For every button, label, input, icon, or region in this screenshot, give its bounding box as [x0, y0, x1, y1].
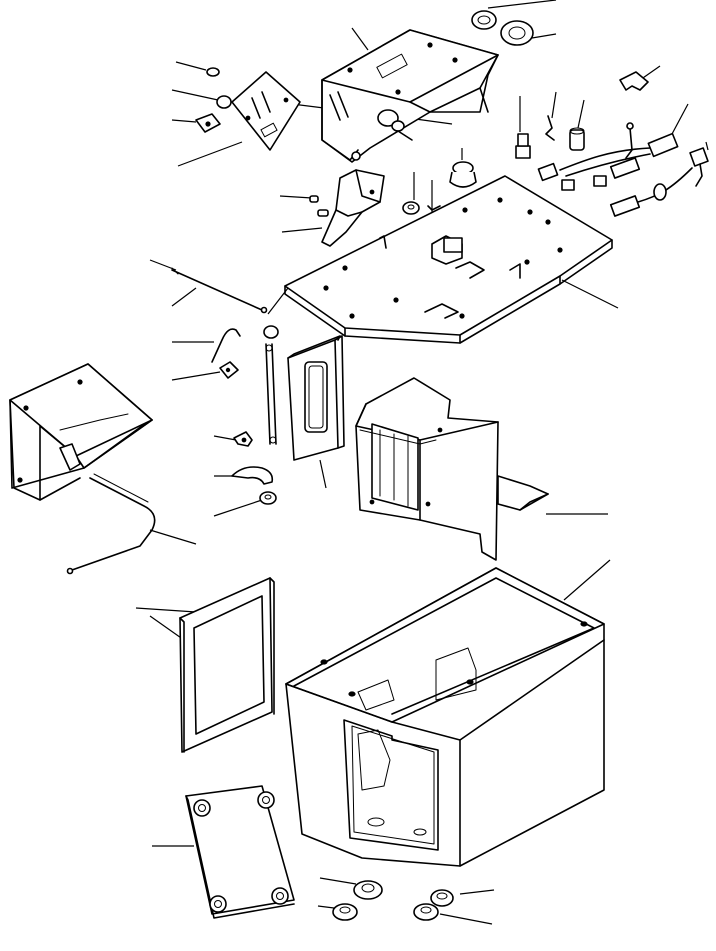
leader-line: [213, 499, 263, 517]
bracket-plate-top: [321, 29, 499, 163]
leader-lines: [135, 0, 709, 925]
lever-spring: [211, 328, 241, 379]
vertical-rod: [263, 325, 279, 445]
leader-line: [563, 559, 611, 601]
leader-line: [135, 607, 197, 613]
grommet-large-top: [471, 10, 534, 46]
switch-panel: [231, 71, 301, 151]
leader-line: [439, 913, 493, 925]
motor-actuator: [377, 109, 413, 141]
window-frame: [179, 577, 275, 753]
leader-line: [317, 905, 335, 909]
leader-line: [531, 33, 557, 39]
leader-line: [551, 91, 557, 119]
duct-unit: [355, 377, 549, 561]
leader-line: [171, 89, 219, 101]
bracket-legs: [309, 169, 385, 247]
rod-cable-lower: [66, 473, 156, 575]
clip-top-right: [619, 71, 649, 91]
control-plate: [284, 175, 613, 344]
leader-line: [171, 287, 197, 307]
leader-line: [487, 0, 557, 9]
leader-line: [281, 227, 323, 233]
leader-line: [577, 99, 585, 129]
cover-plate: [185, 785, 295, 919]
leader-line: [177, 141, 243, 167]
relay-components: [515, 115, 585, 159]
leader-line: [279, 195, 313, 199]
leader-line: [561, 279, 619, 309]
grommet-mid: [402, 161, 477, 215]
leader-line: [319, 459, 327, 489]
leader-line: [149, 529, 197, 545]
leader-line: [459, 889, 495, 895]
small-hardware-left: [195, 67, 232, 133]
heater-box: [9, 363, 153, 501]
rod-cable-upper: [171, 267, 268, 314]
leader-line: [171, 371, 221, 381]
small-parts-rod: [231, 431, 277, 505]
leader-line: [671, 103, 689, 135]
louver-panel: [287, 335, 345, 461]
leader-line: [319, 877, 357, 885]
leader-line: [149, 615, 185, 641]
leader-line: [171, 119, 197, 123]
leader-line: [705, 141, 709, 151]
leader-line: [213, 435, 237, 441]
grommets-bottom: [332, 880, 454, 921]
leader-line: [175, 61, 207, 71]
leader-line: [351, 27, 369, 51]
console-housing: [285, 567, 605, 867]
wire-harness: [537, 122, 709, 217]
